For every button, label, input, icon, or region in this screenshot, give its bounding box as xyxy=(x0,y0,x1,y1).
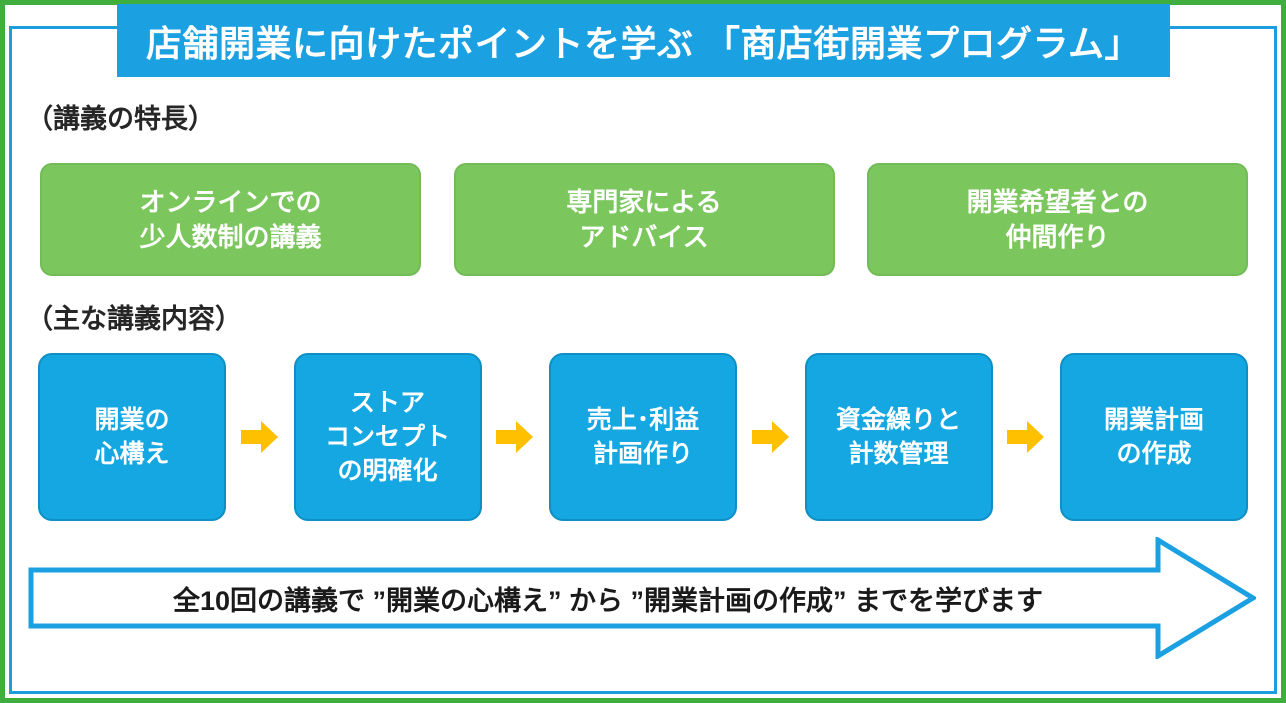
feature-box-2: 専門家による アドバイス xyxy=(453,163,835,276)
steps-row: 開業の 心構え ストア コンセプト の明確化 売上･利益 計画作り xyxy=(38,353,1248,521)
feature-box-2-line2: アドバイス xyxy=(579,221,709,252)
summary-banner-arrow xyxy=(28,537,1256,659)
feature-box-1-line1: オンラインでの xyxy=(139,187,322,218)
arrow-separator-2 xyxy=(482,420,550,454)
arrow-separator-4 xyxy=(993,420,1061,454)
step-box-4-line2: 計数管理 xyxy=(848,440,949,468)
section-label-contents: （主な講義内容） xyxy=(26,304,242,334)
step-box-2: ストア コンセプト の明確化 xyxy=(293,353,482,521)
arrow-separator-3 xyxy=(737,420,805,454)
step-box-4-line1: 資金繰りと xyxy=(835,406,961,434)
step-box-3-line2: 計画作り xyxy=(592,440,693,468)
feature-box-3-line1: 開業希望者との xyxy=(966,187,1149,218)
step-box-3-line1: 売上･利益 xyxy=(586,406,700,434)
feature-box-1: オンラインでの 少人数制の講義 xyxy=(40,163,421,276)
page-title: 店舗開業に向けたポイントを学ぶ 「商店街開業プログラム」 xyxy=(146,22,1141,64)
arrow-separator-1 xyxy=(226,420,294,454)
feature-box-3-line2: 仲間作り xyxy=(1005,221,1110,252)
arrow-right-icon xyxy=(751,421,789,453)
title-banner: 店舗開業に向けたポイントを学ぶ 「商店街開業プログラム」 xyxy=(117,4,1170,77)
step-box-1-line2: 心構え xyxy=(94,440,170,468)
step-box-5-line1: 開業計画 xyxy=(1103,406,1204,434)
arrow-right-icon xyxy=(1007,421,1045,453)
arrow-right-icon xyxy=(496,421,534,453)
step-box-3: 売上･利益 計画作り xyxy=(549,353,737,521)
step-box-5: 開業計画 の作成 xyxy=(1060,353,1248,521)
step-box-5-line2: の作成 xyxy=(1116,440,1192,468)
features-row: オンラインでの 少人数制の講義 専門家による アドバイス 開業希望者との 仲間作… xyxy=(40,163,1248,276)
step-box-1: 開業の 心構え xyxy=(38,353,226,521)
step-box-2-line1: ストア xyxy=(349,389,425,417)
right-arrow-banner-icon xyxy=(28,537,1256,659)
section-label-features: （講義の特長） xyxy=(26,104,215,134)
step-box-4: 資金繰りと 計数管理 xyxy=(804,353,993,521)
step-box-2-line3: の明確化 xyxy=(337,457,438,485)
feature-box-1-line2: 少人数制の講義 xyxy=(139,221,322,252)
feature-box-3: 開業希望者との 仲間作り xyxy=(867,163,1248,276)
step-box-2-line2: コンセプト xyxy=(324,423,450,451)
feature-box-2-line1: 専門家による xyxy=(566,187,722,218)
arrow-right-icon xyxy=(240,421,278,453)
step-box-1-line1: 開業の xyxy=(94,406,170,434)
